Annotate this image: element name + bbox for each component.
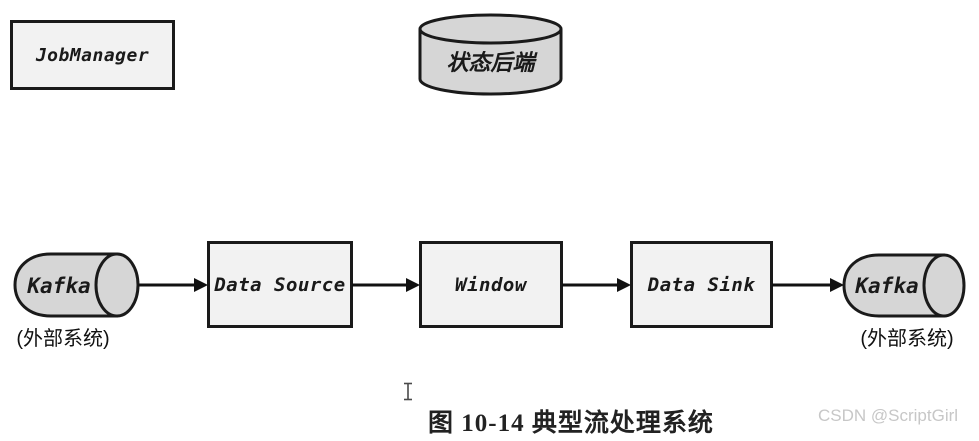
cylinder-top (418, 13, 563, 45)
window-label: Window (455, 273, 527, 296)
data-source-label: Data Source (214, 273, 346, 296)
window-box: Window (419, 241, 563, 328)
cylinder-cap (922, 253, 966, 318)
jobmanager-label: JobManager (35, 44, 150, 66)
figure-caption: 图 10-14 典型流处理系统 (428, 410, 714, 437)
sink-kafka-cylinder: Kafka (842, 253, 966, 318)
cylinder-body (13, 252, 119, 318)
state-backend-label: 状态后端 (446, 51, 538, 76)
sink-kafka-label: Kafka (854, 274, 918, 298)
cylinder-body (842, 253, 946, 318)
arrow-window-to-sink (562, 278, 631, 292)
jobmanager-box: JobManager (10, 20, 175, 90)
watermark-text: CSDN @ScriptGirl (818, 406, 959, 425)
cylinder-body (418, 29, 563, 96)
data-source-box: Data Source (207, 241, 353, 328)
source-external-system-label: (外部系统) (16, 328, 110, 350)
arrow-source-to-window (352, 278, 420, 292)
data-sink-label: Data Sink (647, 273, 756, 296)
state-backend-cylinder: 状态后端 (418, 13, 563, 96)
text-cursor-icon (404, 382, 412, 401)
sink-external-system-label: (外部系统) (860, 328, 954, 350)
data-sink-box: Data Sink (630, 241, 773, 328)
cylinder-cap (94, 252, 140, 318)
arrow-kafka-to-source (138, 278, 208, 292)
source-kafka-cylinder: Kafka (13, 252, 140, 318)
arrow-sink-to-kafka (772, 278, 844, 292)
source-kafka-label: Kafka (26, 274, 90, 298)
